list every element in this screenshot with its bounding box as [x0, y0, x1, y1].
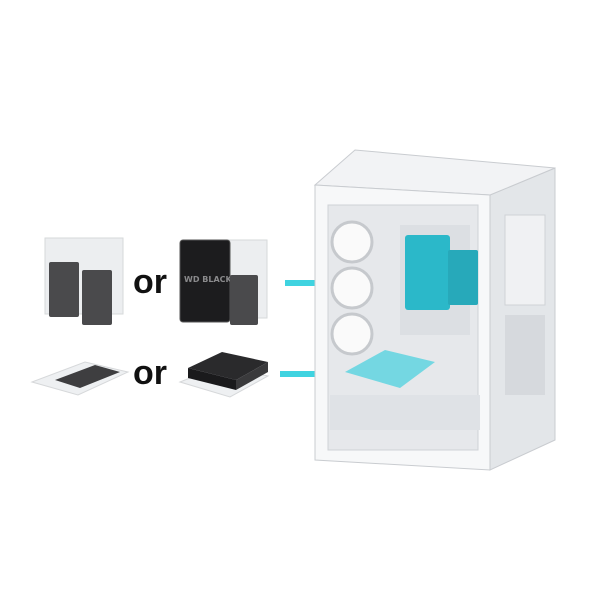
or-label-top: or [133, 263, 167, 301]
ssd-tray-horizontal [30, 361, 130, 396]
pc-case [313, 149, 556, 471]
hdd-and-ssd-bracket-vertical: WD BLACK [179, 239, 268, 325]
hdd-tray-horizontal [178, 352, 270, 398]
hdd-brand-label: WD BLACK [184, 275, 233, 284]
or-label-bottom: or [133, 354, 167, 392]
ssd-bracket-vertical [44, 237, 124, 325]
drive-mounted-bottom [345, 350, 435, 388]
hdd-mounted [405, 235, 450, 310]
